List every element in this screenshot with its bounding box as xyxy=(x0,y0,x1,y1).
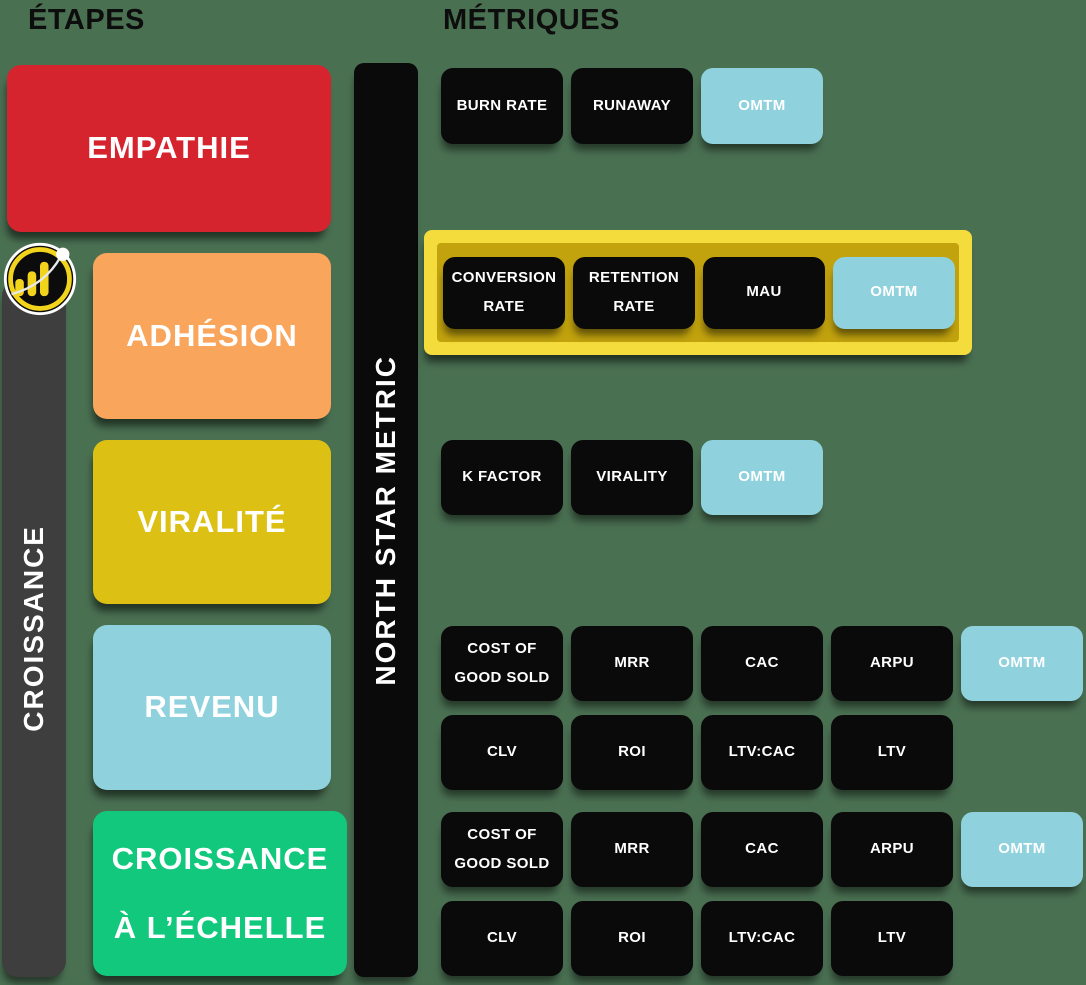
chip-clv: CLV xyxy=(441,901,563,976)
chip-arpu: ARPU xyxy=(831,626,953,701)
metrics-heading: MÉTRIQUES xyxy=(443,4,620,36)
chip-cost-of-good-sold: COST OF GOOD SOLD xyxy=(441,626,563,701)
metric-row-viralite: K FACTOR VIRALITY OMTM xyxy=(441,440,823,515)
chip-roi: ROI xyxy=(571,715,693,790)
chip-retention-rate: RETENTION RATE xyxy=(573,256,695,329)
north-star-metric-bar: NORTH STAR METRIC xyxy=(354,63,418,977)
chip-mau: MAU xyxy=(703,256,825,329)
chip-cac: CAC xyxy=(701,626,823,701)
metric-row-echelle-2: CLV ROI LTV:CAC LTV xyxy=(441,901,953,976)
metric-row-tresorerie: BURN RATE RUNAWAY OMTM xyxy=(441,68,823,144)
chip-cost-of-good-sold: COST OF GOOD SOLD xyxy=(441,812,563,887)
chip-omtm: OMTM xyxy=(701,68,823,144)
chip-virality: VIRALITY xyxy=(571,440,693,515)
chip-roi: ROI xyxy=(571,901,693,976)
chip-burn-rate: BURN RATE xyxy=(441,68,563,144)
metric-row-echelle-1: COST OF GOOD SOLD MRR CAC ARPU OMTM xyxy=(441,812,1083,887)
chip-omtm: OMTM xyxy=(961,812,1083,887)
stage-adhesion: ADHÉSION xyxy=(93,253,331,419)
growth-axis-bar: CROISSANCE xyxy=(2,280,66,977)
stage-label: CROISSANCE À L’ÉCHELLE xyxy=(111,841,329,945)
stage-label: ADHÉSION xyxy=(126,317,298,353)
chip-ltv: LTV xyxy=(831,715,953,790)
chip-conversion-rate: CONVERSION RATE xyxy=(443,256,565,329)
metric-row-revenu-2: CLV ROI LTV:CAC LTV xyxy=(441,715,953,790)
chip-ltv-cac: LTV:CAC xyxy=(701,715,823,790)
growth-chart-icon xyxy=(3,242,77,316)
stage-viralite: VIRALITÉ xyxy=(93,440,331,604)
growth-axis-label: CROISSANCE xyxy=(18,525,49,732)
stage-label: EMPATHIE xyxy=(87,130,251,166)
chip-arpu: ARPU xyxy=(831,812,953,887)
chip-runaway: RUNAWAY xyxy=(571,68,693,144)
stages-heading: ÉTAPES xyxy=(28,4,145,36)
chip-k-factor: K FACTOR xyxy=(441,440,563,515)
chip-clv: CLV xyxy=(441,715,563,790)
highlighted-row-frame: CONVERSION RATE RETENTION RATE MAU OMTM xyxy=(424,230,972,355)
stage-croissance-echelle: CROISSANCE À L’ÉCHELLE xyxy=(93,811,347,976)
chip-omtm: OMTM xyxy=(701,440,823,515)
metric-row-revenu-1: COST OF GOOD SOLD MRR CAC ARPU OMTM xyxy=(441,626,1083,701)
chip-ltv-cac: LTV:CAC xyxy=(701,901,823,976)
stage-label: REVENU xyxy=(144,689,280,725)
chip-omtm: OMTM xyxy=(961,626,1083,701)
chip-cac: CAC xyxy=(701,812,823,887)
chip-mrr: MRR xyxy=(571,626,693,701)
stage-label: VIRALITÉ xyxy=(137,503,287,539)
chip-omtm: OMTM xyxy=(833,256,955,329)
metric-row-adhesion: CONVERSION RATE RETENTION RATE MAU OMTM xyxy=(437,243,959,342)
chip-ltv: LTV xyxy=(831,901,953,976)
stage-empathie: EMPATHIE xyxy=(7,65,331,232)
north-star-metric-label: NORTH STAR METRIC xyxy=(370,354,401,686)
chip-mrr: MRR xyxy=(571,812,693,887)
stage-revenu: REVENU xyxy=(93,625,331,790)
